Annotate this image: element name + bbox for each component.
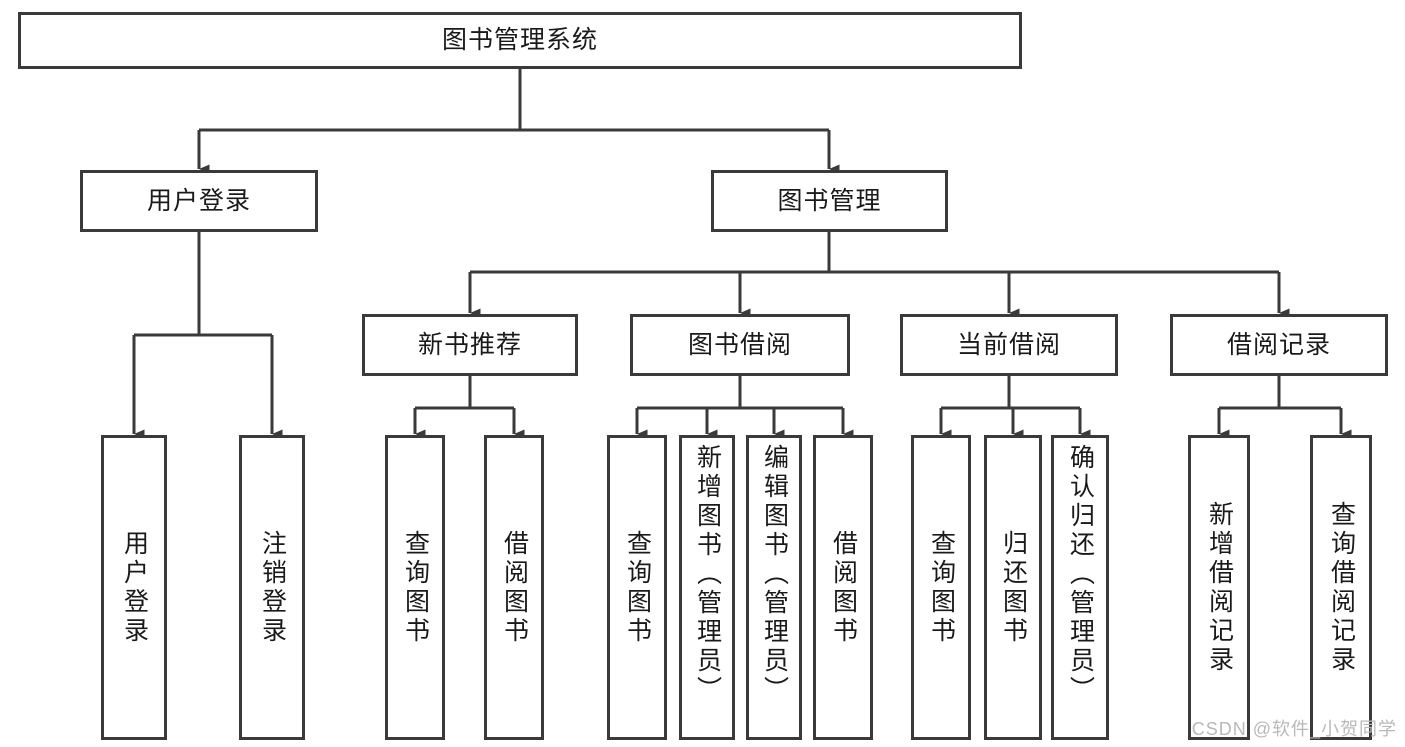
node-level3-2[interactable]: 当前借阅 xyxy=(900,314,1118,376)
node-level2-1[interactable]: 图书管理 xyxy=(711,170,948,232)
node-label: 当前借阅 xyxy=(956,330,1061,359)
node-label: 用户登录 xyxy=(120,529,149,646)
node-leaf-8[interactable]: 查询图书 xyxy=(911,435,971,740)
node-leaf-1[interactable]: 注销登录 xyxy=(239,435,305,740)
node-label: 查询图书 xyxy=(401,529,430,646)
node-label: 图书借阅 xyxy=(687,330,792,359)
node-leaf-9[interactable]: 归还图书 xyxy=(984,435,1042,740)
node-label: 新增借阅记录 xyxy=(1205,500,1234,675)
node-leaf-0[interactable]: 用户登录 xyxy=(101,435,167,740)
node-level3-1[interactable]: 图书借阅 xyxy=(630,314,850,376)
node-leaf-6[interactable]: 编辑图书（管理员） xyxy=(746,435,802,740)
node-leaf-2[interactable]: 查询图书 xyxy=(385,435,445,740)
node-label: 借阅图书 xyxy=(829,529,858,646)
node-label: 确认归还（管理员） xyxy=(1066,444,1095,705)
node-label: 借阅记录 xyxy=(1226,330,1331,359)
node-label: 查询图书 xyxy=(623,529,652,646)
node-label: 查询借阅记录 xyxy=(1327,500,1356,675)
csdn-watermark: CSDN @软件_小贺同学 xyxy=(1191,719,1397,739)
node-level2-0[interactable]: 用户登录 xyxy=(80,170,318,232)
node-leaf-5[interactable]: 新增图书（管理员） xyxy=(679,435,735,740)
node-leaf-11[interactable]: 新增借阅记录 xyxy=(1188,435,1250,740)
node-leaf-12[interactable]: 查询借阅记录 xyxy=(1310,435,1372,740)
node-level3-3[interactable]: 借阅记录 xyxy=(1170,314,1388,376)
node-level3-0[interactable]: 新书推荐 xyxy=(362,314,578,376)
node-label: 新增图书（管理员） xyxy=(693,444,722,705)
node-label: 用户登录 xyxy=(146,186,251,215)
node-label: 新书推荐 xyxy=(417,330,522,359)
node-leaf-4[interactable]: 查询图书 xyxy=(607,435,667,740)
node-label: 查询图书 xyxy=(927,529,956,646)
node-label: 图书管理系统 xyxy=(441,26,598,55)
node-label: 图书管理 xyxy=(777,186,882,215)
node-root-图书管理系统[interactable]: 图书管理系统 xyxy=(18,12,1022,69)
node-leaf-10[interactable]: 确认归还（管理员） xyxy=(1051,435,1109,740)
node-leaf-7[interactable]: 借阅图书 xyxy=(813,435,873,740)
node-leaf-3[interactable]: 借阅图书 xyxy=(484,435,544,740)
node-label: 归还图书 xyxy=(999,529,1028,646)
node-label: 编辑图书（管理员） xyxy=(760,444,789,705)
node-label: 注销登录 xyxy=(258,529,287,646)
node-label: 借阅图书 xyxy=(500,529,529,646)
